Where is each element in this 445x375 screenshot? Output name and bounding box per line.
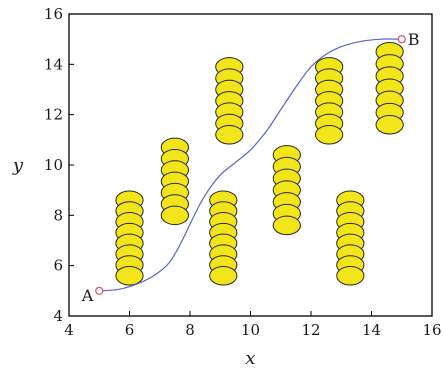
y-tick-label: 4 — [53, 307, 63, 325]
x-tick-label: 8 — [185, 321, 195, 339]
obstacle-stack — [160, 137, 189, 226]
start-point-marker — [95, 286, 104, 295]
planned-path-line — [99, 38, 402, 292]
y-tick-label: 6 — [53, 257, 63, 275]
end-point-label: B — [408, 30, 420, 49]
obstacle-disc — [215, 125, 244, 145]
obstacle-stack — [375, 41, 404, 135]
end-point-marker — [397, 35, 406, 44]
obstacle-disc — [209, 265, 238, 286]
y-axis-ticks: 4 6 8 10 12 14 16 — [44, 5, 74, 325]
y-tick-label: 10 — [44, 156, 63, 174]
x-tick-label: 16 — [422, 321, 441, 339]
y-tick-label: 8 — [53, 206, 63, 224]
obstacle-disc — [272, 215, 301, 236]
obstacle-stack — [315, 57, 344, 145]
x-axis-ticks: 4 6 8 10 12 14 16 — [64, 311, 442, 339]
x-tick-label: 4 — [64, 321, 74, 339]
x-tick-label: 10 — [241, 321, 260, 339]
obstacle-disc — [115, 265, 144, 286]
start-point-label: A — [81, 286, 94, 305]
y-tick-label: 12 — [44, 106, 63, 124]
obstacle-disc — [160, 205, 189, 226]
obstacle-disc — [315, 125, 344, 145]
obstacle-stack — [336, 190, 365, 286]
y-tick-label: 14 — [44, 55, 63, 73]
obstacle-stack — [215, 57, 244, 145]
y-tick-label: 16 — [44, 5, 63, 23]
x-tick-label: 14 — [362, 321, 381, 339]
obstacle-stack — [115, 190, 144, 286]
x-axis-label: x — [245, 348, 255, 369]
obstacles-layer — [115, 41, 404, 286]
obstacle-disc — [375, 114, 404, 135]
x-tick-label: 12 — [301, 321, 320, 339]
x-tick-label: 6 — [125, 321, 135, 339]
obstacle-stack — [272, 145, 301, 236]
y-axis-label: y — [12, 155, 24, 176]
obstacle-disc — [336, 265, 365, 286]
obstacle-stack — [209, 190, 238, 286]
